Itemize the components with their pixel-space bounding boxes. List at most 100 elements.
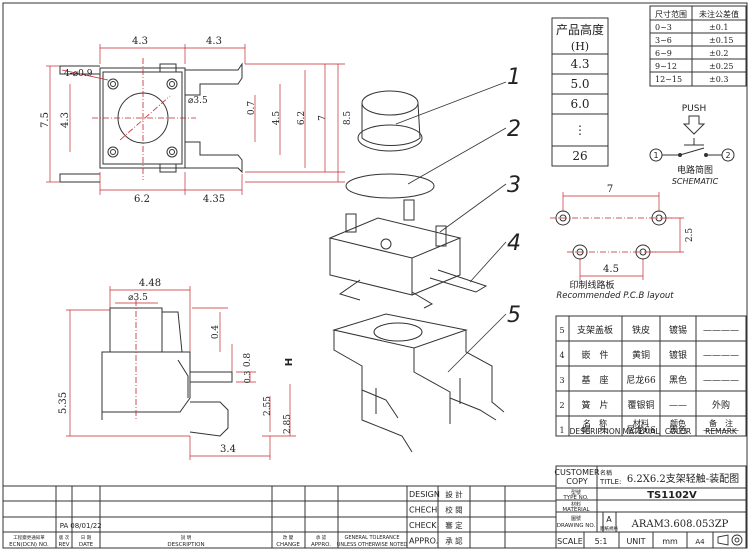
dim-right-4-5: 4.5 <box>272 111 282 126</box>
side-dim-circle: ⌀3.5 <box>128 293 148 303</box>
callout-leaders <box>395 81 507 373</box>
height-table-header-2: (H) <box>571 40 589 53</box>
bom-cell: 1 <box>559 426 564 435</box>
pcb-dim-7: 7 <box>607 184 613 195</box>
bom-cell: 2 <box>559 401 564 410</box>
bom-header-en: REMARK <box>705 427 738 436</box>
side-dim-4-48: 4.48 <box>139 278 161 289</box>
type-label-en: TYPE NO. <box>562 495 588 501</box>
pcb-dimensions <box>550 192 684 280</box>
ecn-label-en: ECN(DCN) NO. <box>9 542 49 548</box>
top-view-centerlines <box>92 58 196 180</box>
tolerance-range: 12~15 <box>655 75 682 84</box>
pcb-dim-4-5: 4.5 <box>603 264 619 275</box>
side-dim-0-3: 0.3 <box>243 371 252 384</box>
side-dim-0-4: 0.4 <box>211 325 221 340</box>
side-dim-h: H <box>284 358 295 366</box>
height-value: 26 <box>572 149 587 163</box>
top-view-dimensions <box>46 44 345 195</box>
bom-header-en: MATERIAL <box>622 427 660 436</box>
scale-value: 5:1 <box>595 537 608 546</box>
projection-symbol-icon <box>717 534 743 546</box>
tolerance-range: 6~9 <box>655 49 672 58</box>
dim-circle-dia: ⌀3.5 <box>188 96 208 106</box>
side-dim-2-55: 2.55 <box>263 396 273 416</box>
size-letter: A <box>606 515 612 524</box>
tolerance-value: ±0.2 <box>709 49 728 58</box>
bom-cell: 嵌 件 <box>581 349 608 361</box>
approval-label-cn: 設 計 <box>445 489 463 499</box>
approval-label-en: CHECH <box>409 506 437 515</box>
change-label-en: CHANGE <box>276 542 300 548</box>
callout-number: 5 <box>507 303 521 328</box>
size-cn: 圖紙規格 <box>600 525 618 532</box>
change-label-cn: 改 變 <box>283 534 294 541</box>
bom-cell: ———— <box>703 426 739 436</box>
bom-cell: 覆银铜 <box>627 399 654 411</box>
appro-label-en: APPRO. <box>311 542 331 548</box>
bom-cell: 帽 头 <box>581 424 608 436</box>
tolerance-range: 3~6 <box>655 36 672 45</box>
schematic-push: PUSH <box>682 104 707 114</box>
desc-label-cn: 說 明 <box>181 534 192 541</box>
dim-top-right: 4.3 <box>206 36 222 47</box>
height-value: ⋮ <box>574 123 586 137</box>
tolerance-value: ±0.15 <box>709 36 734 45</box>
approval-label-cn: 承 認 <box>445 536 463 546</box>
callout-number: 1 <box>507 65 521 90</box>
schematic-title-en: SCHEMATIC <box>672 177 719 186</box>
approval-label-en: APPRO. <box>409 537 438 546</box>
bom-cell: 3 <box>559 376 564 385</box>
drawing-label-cn: 圖號 <box>571 515 581 522</box>
bom-cell: 尼龙66 <box>626 424 656 436</box>
callout-number: 2 <box>507 117 521 142</box>
tolerance-value: ±0.25 <box>709 62 734 71</box>
tolerance-range: 9~12 <box>655 62 677 71</box>
material-label-en: MATERIAL <box>562 507 590 513</box>
tolerance-value: ±0.1 <box>709 23 728 32</box>
dim-right-7: 7 <box>318 115 328 121</box>
drawing-number: ARAM3.608.053ZP <box>631 519 729 530</box>
material-label-cn: 材料 <box>571 501 581 508</box>
schematic-title-cn: 电路简图 <box>677 164 713 176</box>
rev-value: PA <box>60 522 69 530</box>
height-value: 5.0 <box>570 77 589 91</box>
tolerance-value: ±0.3 <box>709 75 728 84</box>
bom-cell: 4 <box>559 351 564 360</box>
type-label-cn: 型號 <box>571 489 581 496</box>
dim-pin-pitch: 0.7 <box>247 101 257 116</box>
dim-left-inner: 4.3 <box>60 112 71 128</box>
exploded-view <box>328 90 505 453</box>
bom-cell: ———— <box>703 351 739 361</box>
tolerance-table-text: 尺寸范围未注公差值0~3±0.13~6±0.156~9±0.29~12±0.25… <box>655 9 739 84</box>
bom-header-cn: 颜色 <box>670 418 686 428</box>
paper-size: A4 <box>695 538 705 546</box>
revision-block <box>2 485 408 549</box>
bom-cell: 尼龙66 <box>626 374 656 386</box>
drawing-label-en: DRAWING NO. <box>557 523 596 529</box>
drawing-title: 6.2X6.2支架轻触-装配图 <box>627 472 739 485</box>
side-view-dimensions <box>66 286 296 460</box>
approval-label-en: DESIGN <box>409 490 440 499</box>
approval-label-cn: 校 閱 <box>445 505 462 515</box>
bom-cell: 5 <box>559 326 564 335</box>
top-view-labels: 4.3 4.3 4-⌀0.9 ⌀3.5 7.5 4.3 6.2 4.35 0.7… <box>40 36 353 205</box>
schematic <box>649 115 735 162</box>
dim-bottom-right: 4.35 <box>203 194 225 205</box>
bom-cell: ———— <box>703 326 739 336</box>
bom-cell: 黑色 <box>669 424 687 436</box>
date-label-cn: 日 期 <box>81 535 92 541</box>
date-value: 08/01/22 <box>70 522 101 530</box>
approval-label-cn: 審 定 <box>445 520 463 530</box>
bom-cell: 外购 <box>712 399 730 411</box>
bom-cell: ———— <box>703 376 739 386</box>
dim-right-8-5: 8.5 <box>343 111 353 126</box>
bom-cell: 镀银 <box>669 349 687 361</box>
date-label-en: DATE <box>79 542 94 548</box>
dim-right-6-2: 6.2 <box>297 111 307 125</box>
callout-number: 3 <box>507 173 521 198</box>
dim-bottom-left: 6.2 <box>134 194 150 205</box>
unit-value: mm <box>662 537 678 546</box>
